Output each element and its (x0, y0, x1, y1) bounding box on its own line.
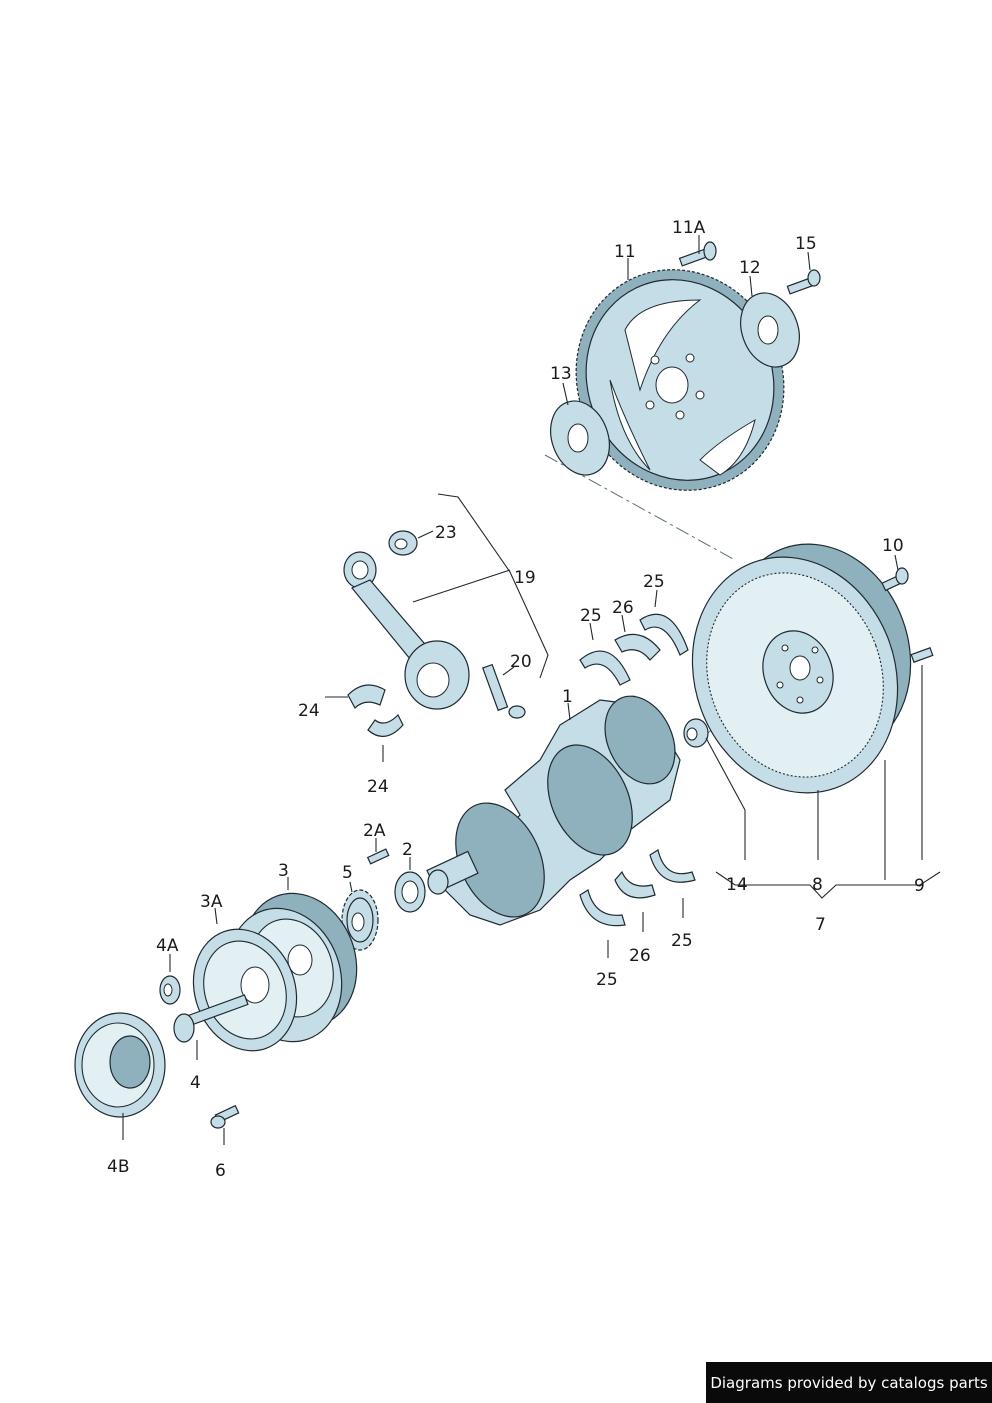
label-12: 12 (739, 258, 761, 278)
belt-pulley (192, 928, 298, 1052)
label-11a: 11A (672, 218, 706, 238)
label-8: 8 (812, 875, 823, 895)
label-26-top: 26 (612, 598, 634, 618)
front-seal (394, 871, 426, 913)
rod-bearing-shells (347, 684, 404, 737)
main-bearing-shells (579, 613, 696, 927)
footer-credit-badge: Diagrams provided by catalogs parts (706, 1362, 992, 1403)
label-4: 4 (190, 1073, 201, 1093)
label-13: 13 (550, 364, 572, 384)
label-25-bottom-left: 25 (596, 970, 618, 990)
woodruff-key (366, 848, 390, 865)
label-14: 14 (726, 875, 748, 895)
label-25-top-left: 25 (580, 606, 602, 626)
label-6: 6 (215, 1161, 226, 1181)
rod-bushing (388, 530, 418, 556)
label-7: 7 (815, 915, 826, 935)
crankshaft (426, 695, 681, 926)
label-25-bottom-right: 25 (671, 931, 693, 951)
leader-lines (122, 235, 941, 1145)
label-24-upper: 24 (298, 701, 320, 721)
label-25-top-right: 25 (643, 572, 665, 592)
label-2a: 2A (363, 821, 386, 841)
shim-plate-lower (550, 400, 610, 476)
shim-plate-upper (740, 292, 800, 368)
shim-bolt (786, 269, 821, 295)
label-2: 2 (402, 840, 413, 860)
label-24-lower: 24 (367, 777, 389, 797)
label-10: 10 (882, 536, 904, 556)
drive-plate (575, 269, 785, 491)
central-bolt (173, 994, 249, 1043)
label-20: 20 (510, 652, 532, 672)
flywheel-bolt (881, 567, 909, 592)
label-1: 1 (562, 687, 573, 707)
washer (159, 975, 181, 1005)
label-4a: 4A (156, 936, 179, 956)
part-labels: 11A 11 15 12 13 10 23 19 25 25 26 20 1 2… (107, 218, 925, 1181)
label-5: 5 (342, 863, 353, 883)
cover-bolt (210, 1104, 240, 1129)
timing-sprocket (341, 889, 379, 951)
flywheel (691, 543, 912, 794)
label-23: 23 (435, 523, 457, 543)
label-3a: 3A (200, 892, 223, 912)
label-4b: 4B (107, 1157, 129, 1177)
dowel-pin (910, 647, 934, 663)
label-11: 11 (614, 242, 636, 262)
plate-bolt (678, 241, 717, 267)
pulley-cover (74, 1012, 166, 1118)
label-3: 3 (278, 861, 289, 881)
label-9: 9 (914, 876, 925, 896)
connecting-rod (343, 551, 470, 710)
label-15: 15 (795, 234, 817, 254)
pilot-bearing (683, 718, 709, 748)
label-19: 19 (514, 568, 536, 588)
label-26-bottom: 26 (629, 946, 651, 966)
rod-bolt (482, 663, 526, 719)
